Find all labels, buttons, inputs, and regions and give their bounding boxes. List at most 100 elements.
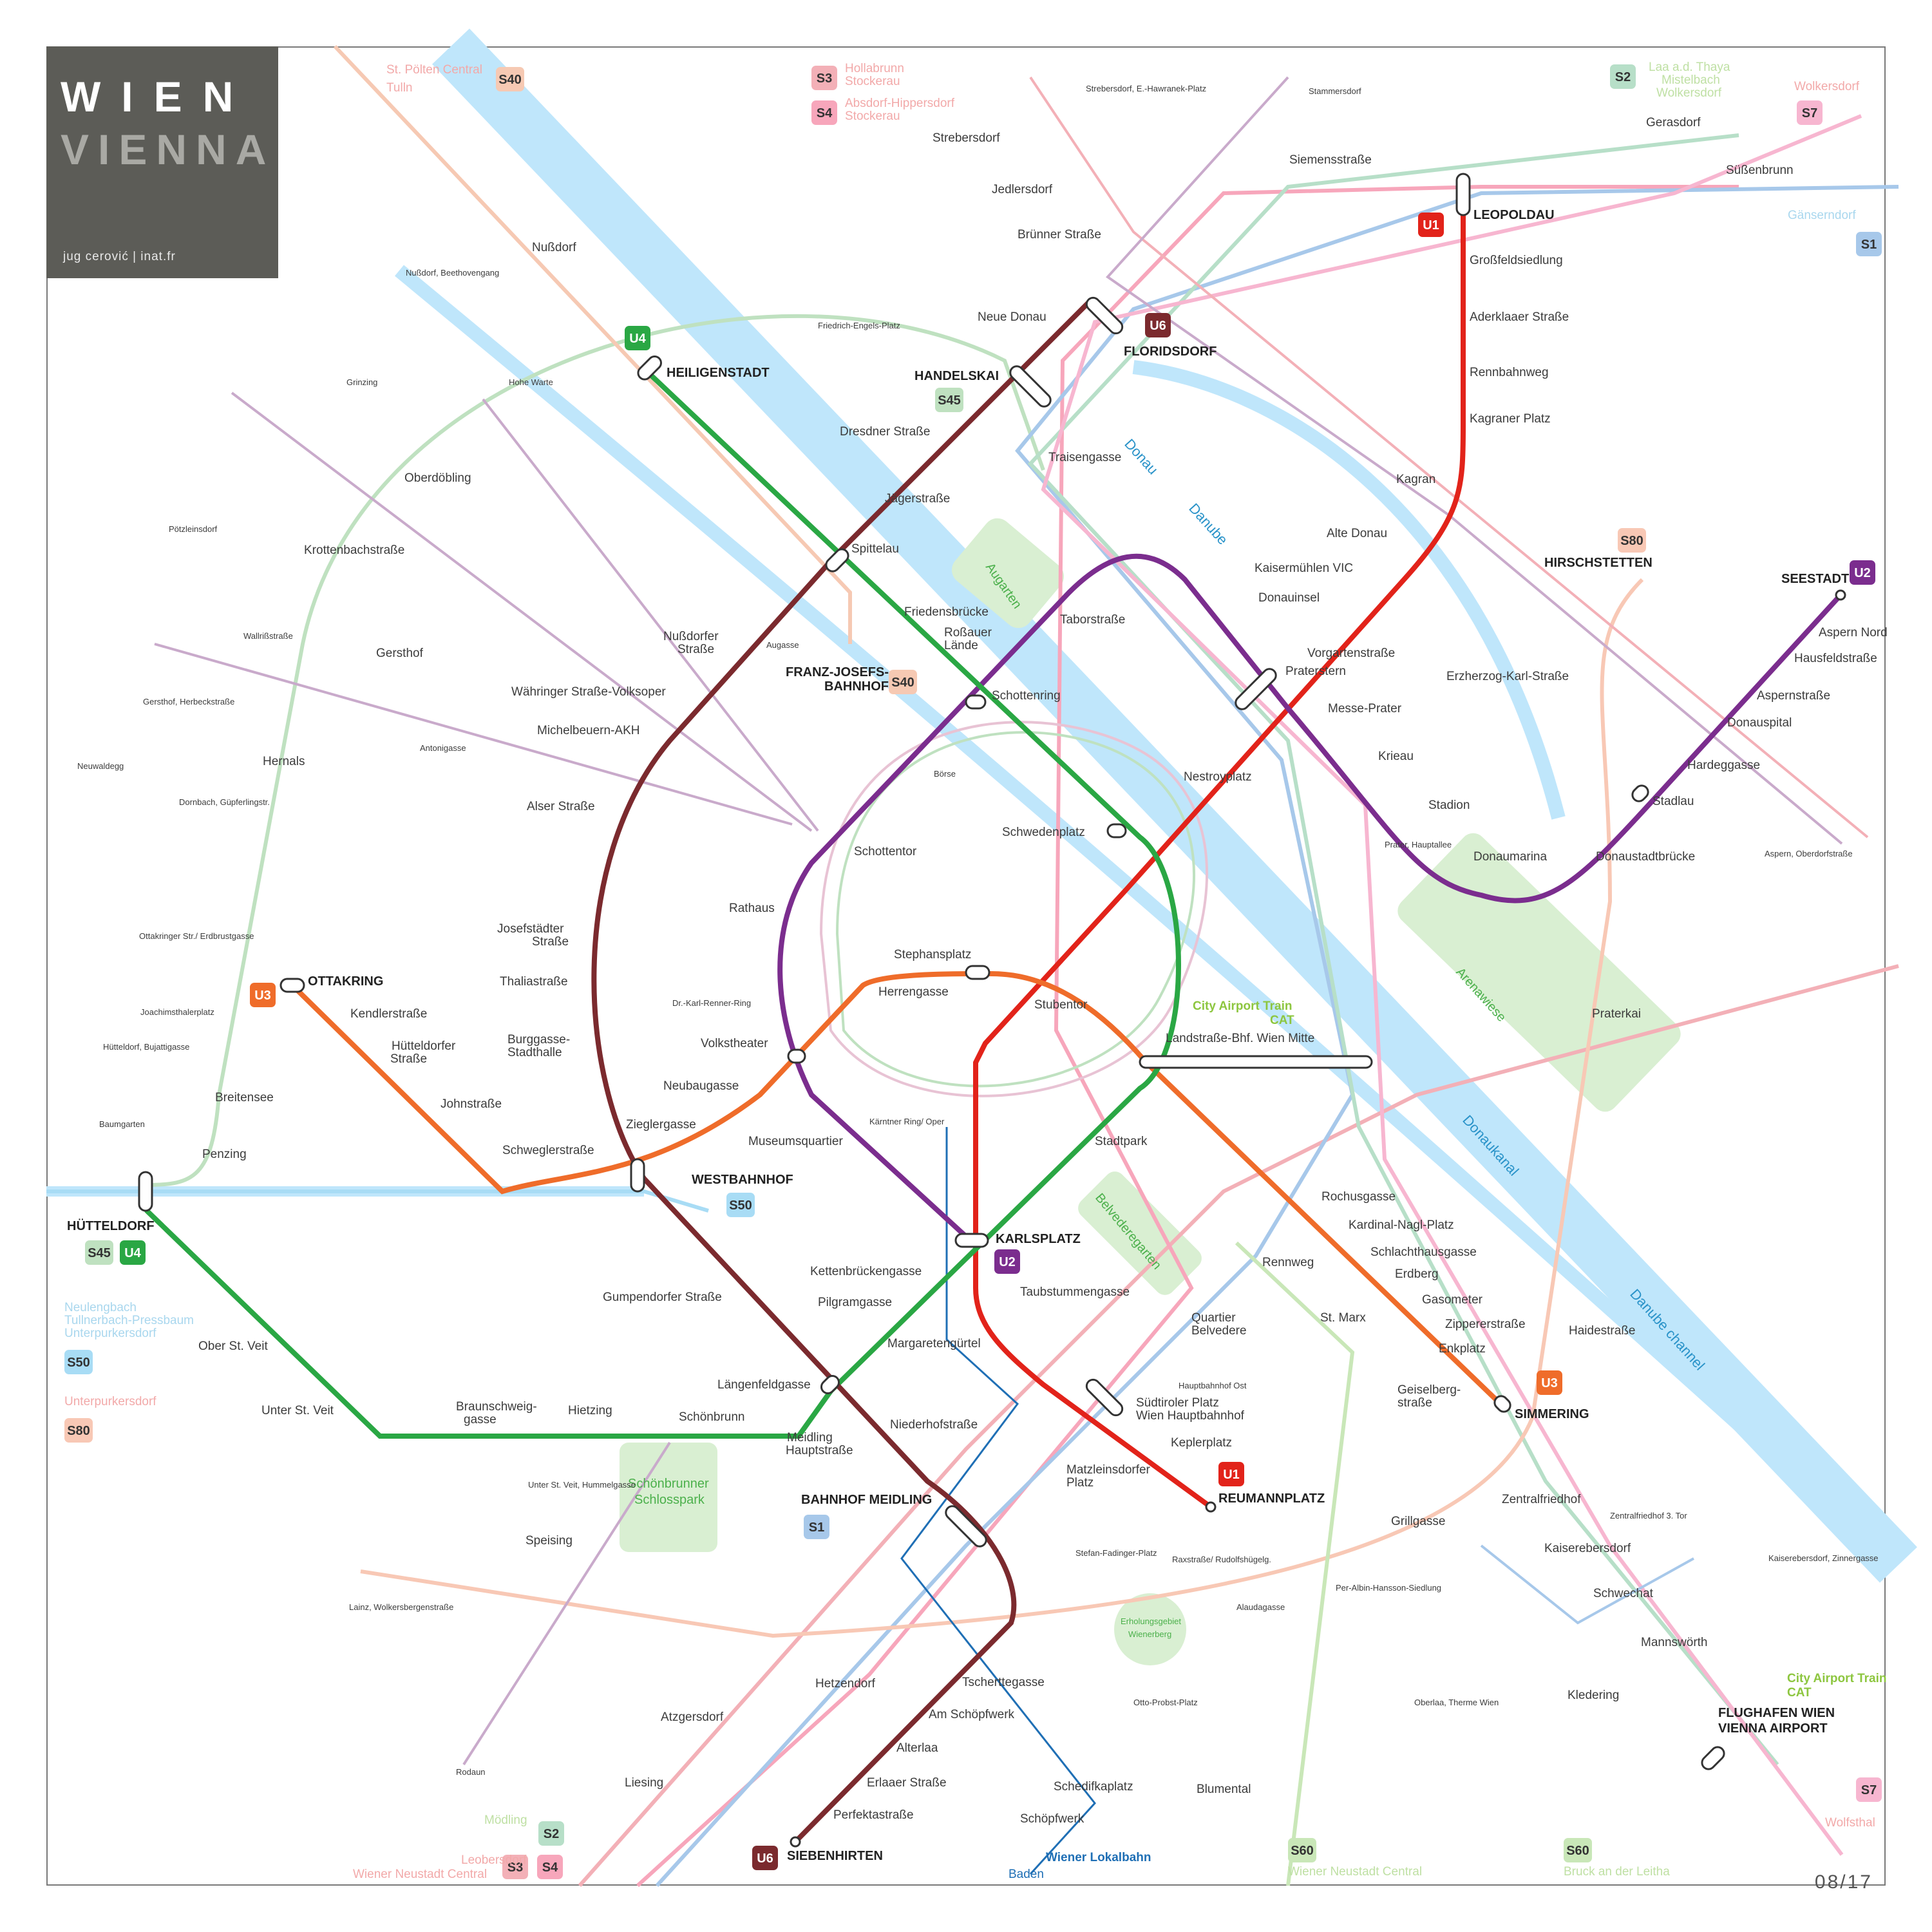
station-s-34[interactable]: Speising	[526, 1534, 573, 1548]
station-s-31[interactable]: Hetzendorf	[815, 1677, 876, 1690]
station-u1-10[interactable]: Nestroyplatz	[1184, 770, 1252, 784]
tram-terminus-20[interactable]: Dr.-Karl-Renner-Ring	[672, 998, 751, 1008]
badge-u3-right[interactable]: U3	[1537, 1370, 1562, 1395]
station-u3-9[interactable]: Landstraße-Bhf. Wien Mitte	[1166, 1032, 1314, 1045]
station-u1-9[interactable]: Praterstern	[1285, 665, 1346, 678]
tram-terminus-3[interactable]: Grinzing	[346, 377, 377, 387]
station-u3-5[interactable]: Zieglergasse	[626, 1118, 696, 1132]
station-u3-8[interactable]: Stubentor	[1034, 998, 1088, 1012]
station-s-3[interactable]: Siemensstraße	[1289, 153, 1372, 167]
station-u3-12[interactable]: Schlachthausgasse	[1370, 1245, 1477, 1259]
station-u3-7[interactable]: Herrengasse	[878, 985, 949, 999]
station-u3-1[interactable]: Hütteldorfer	[392, 1039, 456, 1053]
station-u6-5[interactable]: Währinger Straße-Volksoper	[511, 685, 666, 699]
badge-u2-top[interactable]: U2	[1850, 560, 1875, 585]
station-u3-14[interactable]: Gasometer	[1422, 1293, 1483, 1307]
tram-terminus-11[interactable]: Ottakringer Str./ Erdbrustgasse	[139, 931, 254, 941]
station-u3-6[interactable]: Neubaugasse	[663, 1079, 739, 1093]
station-u4-3[interactable]: Lände	[944, 639, 978, 652]
station-u6-15[interactable]: Tscherttegasse	[962, 1676, 1045, 1689]
station-s-24[interactable]: Zentralfriedhof	[1502, 1493, 1581, 1506]
station-s-9[interactable]: Krottenbachstraße	[304, 544, 404, 557]
station-s-10[interactable]: Gersthof	[376, 647, 424, 660]
station-u4-0[interactable]: Spittelau	[851, 542, 899, 556]
station-u1-4[interactable]: Kagran	[1396, 473, 1435, 486]
badge-s45-left[interactable]: S45	[85, 1240, 113, 1265]
station-s-36[interactable]: Schöpfwerk	[1020, 1812, 1084, 1826]
tram-terminus-6[interactable]: Wallrißstraße	[243, 631, 293, 641]
station-u2-1[interactable]: Hausfeldstraße	[1794, 652, 1877, 665]
station-u1-16[interactable]: Keplerplatz	[1171, 1436, 1232, 1450]
station-s-0[interactable]: Strebersdorf	[933, 131, 1000, 145]
station-u2-8[interactable]: Stadion	[1428, 799, 1470, 812]
badge-u2-bottom[interactable]: U2	[994, 1249, 1020, 1274]
badge-s1-bottom[interactable]: S1	[804, 1515, 829, 1539]
station-u6-11[interactable]: Burggasse-	[507, 1033, 570, 1046]
station-u2-2[interactable]: Aspernstraße	[1757, 689, 1830, 703]
station-u1-11[interactable]: Schwedenplatz	[1002, 826, 1085, 839]
station-u6-8[interactable]: Josefstädter	[497, 922, 564, 936]
badge-s7-bottom[interactable]: S7	[1856, 1777, 1882, 1802]
tram-terminus-33[interactable]: Oberlaa, Therme Wien	[1414, 1698, 1499, 1707]
badge-s45-top[interactable]: S45	[935, 388, 963, 412]
tram-terminus-15[interactable]: Aspern, Oberdorfstraße	[1765, 849, 1853, 858]
station-u3-16[interactable]: Enkplatz	[1439, 1342, 1486, 1356]
station-s-19[interactable]: Belvedere	[1191, 1324, 1247, 1338]
badge-s7-top[interactable]: S7	[1797, 100, 1823, 125]
station-u3-2[interactable]: Straße	[390, 1052, 427, 1066]
station-s-30[interactable]: Platz	[1066, 1476, 1094, 1490]
station-u6-19[interactable]: Perfektastraße	[833, 1808, 914, 1822]
station-u4-7[interactable]: Margaretengürtel	[887, 1337, 981, 1350]
badge-s40-top[interactable]: S40	[496, 67, 524, 91]
station-s-35[interactable]: Schedifkaplatz	[1054, 1780, 1133, 1794]
station-s-32[interactable]: Atzgersdorf	[661, 1710, 724, 1724]
station-u1-8[interactable]: Vorgartenstraße	[1307, 647, 1395, 660]
tram-terminus-22[interactable]: Hauptbahnhof Ost	[1179, 1381, 1247, 1390]
station-u6-7[interactable]: Alser Straße	[527, 800, 595, 813]
badge-u6-top[interactable]: U6	[1145, 313, 1171, 337]
badge-s3-top[interactable]: S3	[811, 66, 837, 90]
station-s-4[interactable]: Gerasdorf	[1646, 116, 1701, 129]
tram-terminus-13[interactable]: Hütteldorf, Bujattigasse	[103, 1042, 189, 1052]
station-s-27[interactable]: Mannswörth	[1641, 1636, 1708, 1649]
station-u3-3[interactable]: Johnstraße	[440, 1097, 502, 1111]
station-u2-9[interactable]: Krieau	[1378, 750, 1414, 763]
tram-terminus-17[interactable]: Friedrich-Engels-Platz	[818, 321, 900, 330]
station-s-28[interactable]: Kledering	[1567, 1689, 1619, 1702]
tram-terminus-19[interactable]: Börse	[934, 769, 956, 779]
station-s-29[interactable]: Matzleinsdorfer	[1066, 1463, 1151, 1477]
station-s-2[interactable]: Brünner Straße	[1018, 228, 1101, 242]
station-u6-3[interactable]: Nußdorfer	[663, 630, 719, 643]
station-u6-16[interactable]: Am Schöpfwerk	[929, 1708, 1015, 1721]
badge-u3-left[interactable]: U3	[250, 983, 276, 1007]
badge-u6-bottom[interactable]: U6	[752, 1846, 778, 1870]
badge-s60-b[interactable]: S60	[1564, 1838, 1592, 1862]
station-u3-10[interactable]: Rochusgasse	[1321, 1190, 1396, 1204]
station-u3-13[interactable]: Erdberg	[1395, 1267, 1439, 1281]
station-u1-12[interactable]: Stephansplatz	[894, 948, 971, 961]
station-s-26[interactable]: Schwechat	[1593, 1587, 1654, 1600]
station-s-33[interactable]: Liesing	[625, 1776, 663, 1790]
station-u2-0[interactable]: Aspern Nord	[1819, 626, 1888, 639]
station-s-13[interactable]: Penzing	[202, 1148, 247, 1161]
station-u2-3[interactable]: Donauspital	[1727, 716, 1792, 730]
station-u6-4[interactable]: Straße	[677, 643, 714, 656]
tram-terminus-23[interactable]: Zentralfriedhof 3. Tor	[1610, 1511, 1687, 1520]
station-u1-14[interactable]: Südtiroler Platz	[1136, 1396, 1219, 1410]
badge-s4-top[interactable]: S4	[811, 100, 837, 125]
station-u2-7[interactable]: Donaumarina	[1473, 850, 1547, 864]
station-u1-1[interactable]: Aderklaaer Straße	[1470, 310, 1569, 324]
badge-s2-top[interactable]: S2	[1610, 64, 1636, 89]
station-u3-11[interactable]: Kardinal-Nagl-Platz	[1349, 1218, 1454, 1232]
badge-s1-top[interactable]: S1	[1856, 232, 1882, 256]
station-u2-6[interactable]: Donaustadtbrücke	[1596, 850, 1695, 864]
badge-s50-left[interactable]: S50	[64, 1350, 93, 1374]
tram-terminus-30[interactable]: Per-Albin-Hansson-Siedlung	[1336, 1583, 1441, 1593]
badge-s50-mid[interactable]: S50	[726, 1193, 755, 1217]
station-s-22[interactable]: straße	[1397, 1396, 1432, 1410]
station-u2-15[interactable]: Volkstheater	[701, 1037, 768, 1050]
station-u2-5[interactable]: Stadlau	[1653, 795, 1694, 808]
tram-terminus-10[interactable]: Dornbach, Güpferlingstr.	[179, 797, 270, 807]
